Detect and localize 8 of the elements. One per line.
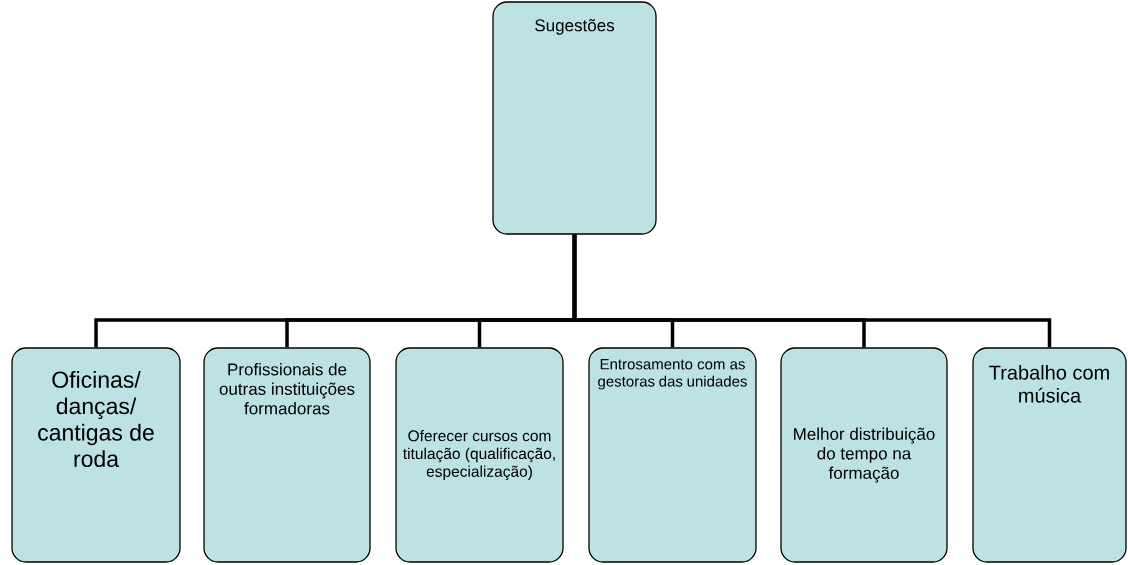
topic-box: Melhor distribuição do tempo na formação xyxy=(780,347,948,563)
connector-line xyxy=(572,234,1052,348)
topic-box: Profissionais de outras instituições formadoras xyxy=(203,347,371,563)
topic-box: Entrosamento com as gestoras das unidades xyxy=(588,347,757,563)
topic-box: Trabalho com música xyxy=(972,347,1127,563)
topic-box: Oficinas/ danças/ cantigas de roda xyxy=(11,347,181,563)
topic-box: Oferecer cursos com titulação (qualificação, especialização) xyxy=(395,347,564,563)
root-box: Sugestões xyxy=(492,1,657,235)
